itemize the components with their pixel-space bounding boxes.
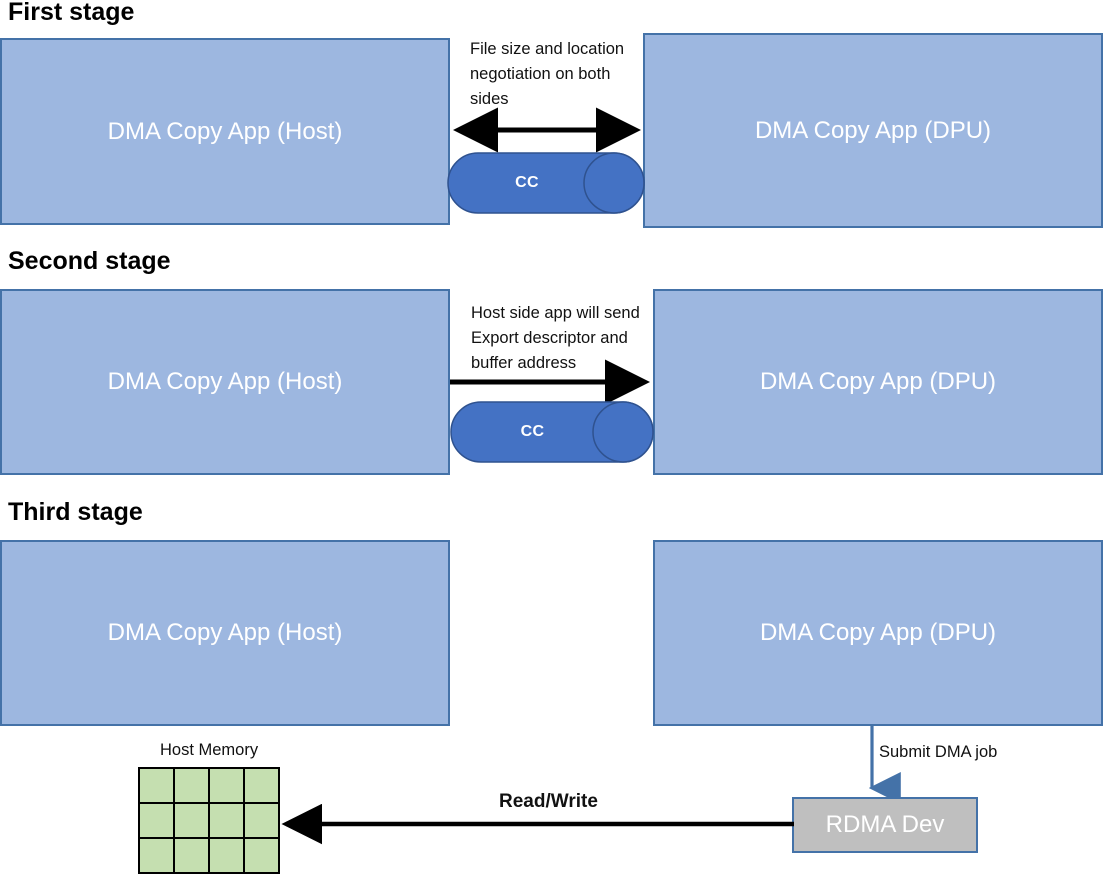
memory-cell	[245, 804, 280, 839]
stage1-dpu-app-box[interactable]: DMA Copy App (DPU)	[643, 33, 1103, 228]
stage1-cc-label: CC	[515, 174, 539, 191]
memory-cell	[210, 804, 245, 839]
memory-cell	[210, 769, 245, 804]
stage2-cc-label: CC	[520, 423, 545, 440]
stage1-dpu-app-label: DMA Copy App (DPU)	[754, 116, 992, 144]
rdma-dev-box[interactable]: RDMA Dev	[792, 797, 978, 853]
submit-dma-job-label: Submit DMA job	[879, 743, 998, 761]
stage1-host-app-box[interactable]: DMA Copy App (Host)	[0, 38, 450, 225]
stage2-directional-arrow	[450, 359, 650, 405]
stage-title-second: Second stage	[8, 247, 171, 275]
stage3-host-app-label: DMA Copy App (Host)	[107, 619, 343, 646]
memory-cell	[140, 769, 175, 804]
stage1-host-app-label: DMA Copy App (Host)	[107, 117, 343, 145]
memory-cell	[175, 804, 210, 839]
memory-cell	[175, 839, 210, 874]
stage2-dpu-app-box[interactable]: DMA Copy App (DPU)	[653, 289, 1103, 475]
stage-title-third: Third stage	[8, 498, 143, 526]
memory-cell	[140, 839, 175, 874]
read-write-label: Read/Write	[499, 791, 598, 812]
stage2-host-app-label: DMA Copy App (Host)	[107, 368, 343, 395]
host-memory-caption: Host Memory	[160, 741, 259, 759]
read-write-arrow	[281, 803, 794, 845]
host-memory-grid	[138, 767, 280, 874]
stage3-host-app-box[interactable]: DMA Copy App (Host)	[0, 540, 450, 726]
memory-cell	[245, 769, 280, 804]
rdma-dev-label: RDMA Dev	[825, 811, 945, 838]
submit-dma-job-arrow	[868, 726, 901, 804]
stage2-host-app-box[interactable]: DMA Copy App (Host)	[0, 289, 450, 475]
memory-cell	[175, 769, 210, 804]
memory-cell	[245, 839, 280, 874]
stage3-dpu-app-label: DMA Copy App (DPU)	[759, 619, 997, 646]
stage-title-first: First stage	[8, 0, 135, 26]
stage2-dpu-app-label: DMA Copy App (DPU)	[759, 368, 997, 395]
memory-cell	[140, 804, 175, 839]
stage2-cc-cylinder[interactable]	[450, 401, 655, 463]
stage2-note: Host side app will send Export descripto…	[471, 304, 640, 372]
stage1-note: File size and location negotiation on bo…	[470, 40, 625, 108]
stage3-dpu-app-box[interactable]: DMA Copy App (DPU)	[653, 540, 1103, 726]
stage1-bidirectional-arrow	[453, 107, 641, 153]
stage1-cc-cylinder[interactable]	[447, 152, 645, 214]
memory-cell	[210, 839, 245, 874]
